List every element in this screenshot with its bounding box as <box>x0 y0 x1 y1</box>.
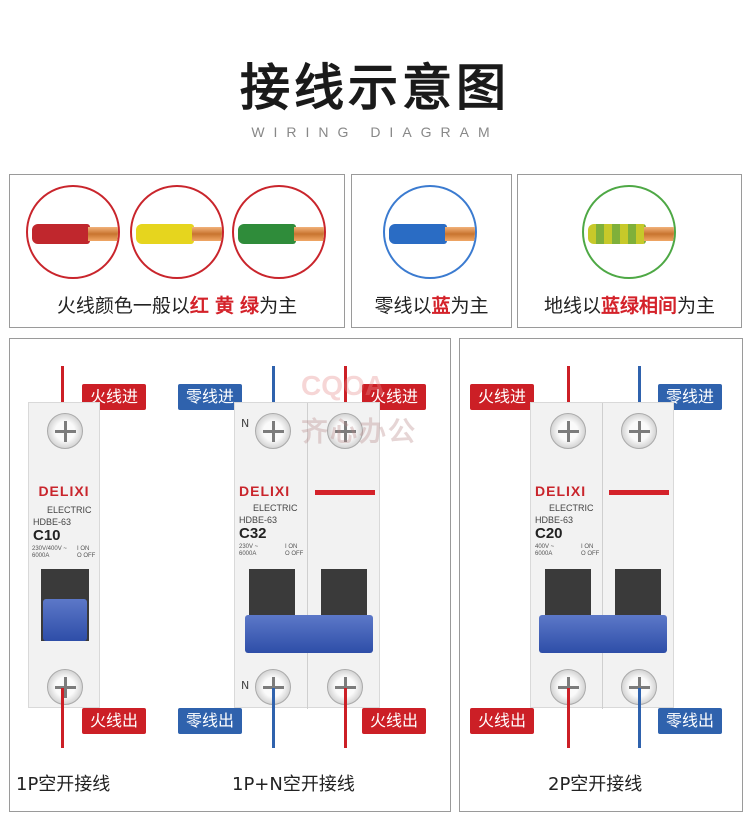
breaker-lever[interactable] <box>43 599 87 641</box>
yellow-wire-image <box>130 185 224 279</box>
red-wire-image <box>26 185 120 279</box>
breaker-brand: DELIXI <box>239 483 291 499</box>
breaker-model: HDBE-63 <box>535 515 574 525</box>
breaker-maker: ELECTRIC <box>549 503 594 513</box>
breaker-spec: 400V ~6000A <box>535 544 555 557</box>
neutral-wire-caption: 零线以蓝为主 <box>374 295 489 317</box>
neutral-wire-color-panel: 零线以蓝为主 <box>351 174 512 328</box>
breaker-model: HDBE-63 <box>33 517 72 527</box>
neutral-out-tag-2p: 零线出 <box>658 708 723 734</box>
neutral-in-tag-1pn: 零线进 <box>178 384 243 410</box>
breaker-red-bar <box>609 490 669 495</box>
breaker-spec: 230V/400V ~6000A <box>32 546 67 559</box>
terminal-screw-icon <box>47 413 83 449</box>
neutral-out-tag-1pn: 零线出 <box>178 708 243 734</box>
live-in-tag-2p: 火线进 <box>470 384 535 410</box>
neutral-out-wire-1pn <box>272 688 275 748</box>
breaker-rating: C20 <box>535 525 563 542</box>
neutral-in-wire-1pn <box>272 366 275 430</box>
breaker-lever[interactable] <box>245 615 373 653</box>
terminal-screw-icon <box>621 413 657 449</box>
live-wire-caption: 火线颜色一般以红 黄 绿为主 <box>56 295 298 317</box>
terminal-screw-icon <box>621 669 657 705</box>
breaker-rating: C10 <box>33 527 61 544</box>
terminal-screw-icon <box>327 413 363 449</box>
live-out-tag-1pn: 火线出 <box>362 708 427 734</box>
ground-wire-caption: 地线以蓝绿相间为主 <box>543 295 716 317</box>
yellow-green-wire-image <box>582 185 676 279</box>
breaker-2p: DELIXI ELECTRIC HDBE-63 C20 400V ~6000A … <box>530 402 674 709</box>
neutral-in-wire-2p <box>638 366 641 430</box>
breaker-red-bar <box>315 490 375 495</box>
terminal-screw-icon <box>550 413 586 449</box>
neutral-letter: N <box>241 679 250 692</box>
live-out-wire-2p <box>567 688 570 748</box>
breaker-maker: ELECTRIC <box>253 503 298 513</box>
breaker-rating: C32 <box>239 525 267 542</box>
breaker-model: HDBE-63 <box>239 515 278 525</box>
ground-wire-color-panel: 地线以蓝绿相间为主 <box>517 174 742 328</box>
live-out-wire-1p <box>61 688 64 748</box>
live-in-wire-1p <box>61 366 64 430</box>
terminal-screw-icon <box>255 413 291 449</box>
breaker-brand: DELIXI <box>535 483 587 499</box>
blue-wire-image <box>383 185 477 279</box>
live-out-tag-1p: 火线出 <box>82 708 147 734</box>
caption-1p: 1P空开接线 <box>16 774 111 795</box>
green-wire-image <box>232 185 326 279</box>
page-subtitle: WIRING DIAGRAM <box>251 124 499 140</box>
live-in-wire-1pn <box>344 366 347 430</box>
breaker-spec: 230V ~6000A <box>239 544 259 557</box>
breaker-lever[interactable] <box>539 615 667 653</box>
terminal-screw-icon <box>47 669 83 705</box>
neutral-out-wire-2p <box>638 688 641 748</box>
breaker-maker: ELECTRIC <box>47 505 92 515</box>
page-title: 接线示意图 <box>240 59 510 117</box>
neutral-letter: N <box>241 417 250 430</box>
breaker-1p: DELIXI ELECTRIC HDBE-63 C10 230V/400V ~6… <box>28 402 100 708</box>
caption-1pn: 1P+N空开接线 <box>232 774 355 795</box>
breaker-1pn: N DELIXI ELECTRIC HDBE-63 C32 230V ~6000… <box>234 402 380 709</box>
live-out-tag-2p: 火线出 <box>470 708 535 734</box>
live-in-wire-2p <box>567 366 570 430</box>
live-out-wire-1pn <box>344 688 347 748</box>
live-wire-color-panel: 火线颜色一般以红 黄 绿为主 <box>9 174 345 328</box>
breaker-brand: DELIXI <box>38 483 90 499</box>
caption-2p: 2P空开接线 <box>548 774 643 795</box>
